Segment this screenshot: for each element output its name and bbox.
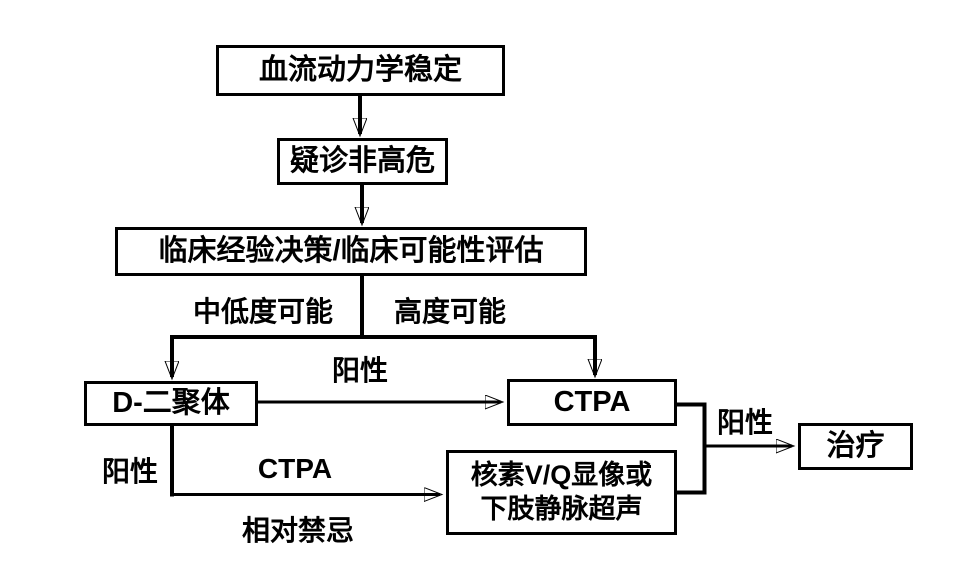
node-suspected-non-high-risk: 疑诊非高危 (277, 138, 448, 185)
node-ctpa-label: CTPA (553, 385, 631, 418)
node-treatment-label: 治疗 (826, 429, 885, 462)
edge-label-relative-contraindication: 相对禁忌 (241, 515, 355, 546)
edge-label-high-probability: 高度可能 (393, 296, 507, 327)
node-suspected-non-high-risk-label: 疑诊非高危 (289, 144, 435, 177)
edge-label-ddimer-positive-down: 阳性 (101, 456, 159, 487)
bracket-ctpa-vq (677, 402, 707, 495)
node-ctpa: CTPA (507, 379, 677, 426)
node-treatment: 治疗 (798, 423, 913, 470)
node-d-dimer: D-二聚体 (84, 381, 258, 426)
node-clinical-assessment: 临床经验决策/临床可能性评估 (115, 227, 587, 276)
node-hemodynamic-stable: 血流动力学稳定 (216, 45, 505, 96)
edge-label-positive-to-treatment: 阳性 (716, 407, 774, 438)
edge-label-ctpa-word: CTPA (257, 453, 333, 484)
node-vq-or-ultrasound: 核素V/Q显像或 下肢静脉超声 (446, 450, 677, 535)
node-vq-label-line1: 核素V/Q显像或 (470, 459, 653, 490)
edge-label-ddimer-positive-to-ctpa: 阳性 (331, 355, 389, 386)
node-vq-label-line2: 下肢静脉超声 (480, 493, 643, 524)
node-hemodynamic-stable-label: 血流动力学稳定 (258, 53, 462, 86)
node-d-dimer-label: D-二聚体 (112, 386, 230, 419)
edge-label-low-moderate-probability: 中低度可能 (192, 296, 334, 327)
node-clinical-assessment-label: 临床经验决策/临床可能性评估 (158, 234, 544, 267)
